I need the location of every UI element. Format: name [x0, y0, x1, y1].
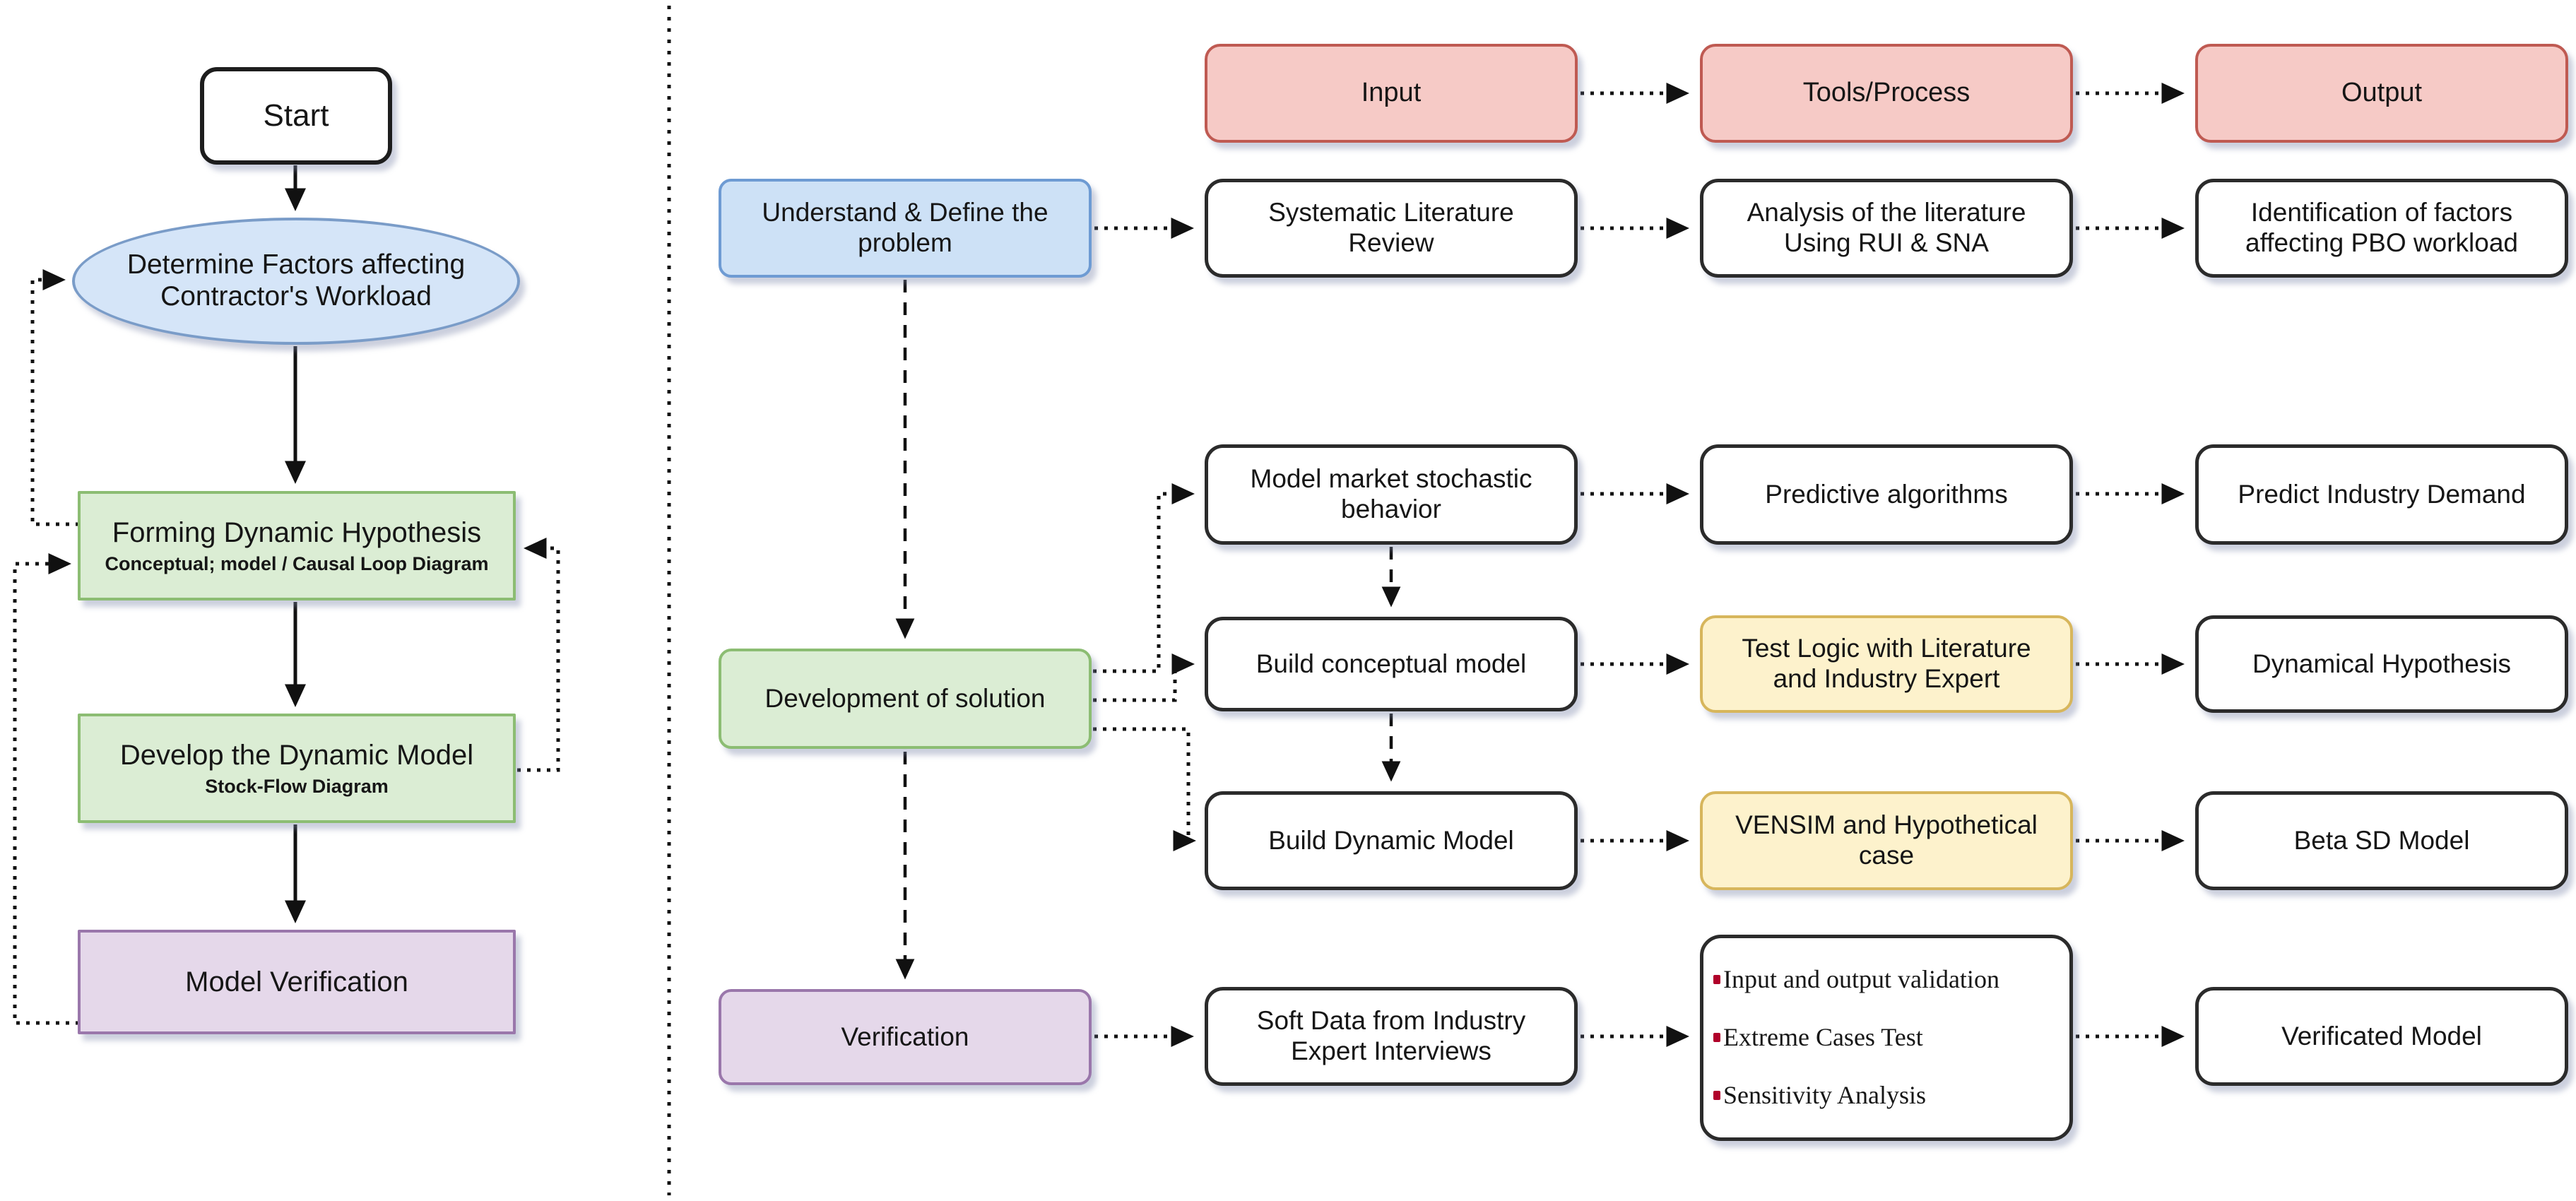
- model-verification-node: Model Verification: [78, 930, 516, 1034]
- model-market-stochastic-label: Model market stochastic behavior: [1250, 464, 1532, 523]
- validation-item: Input and output validation: [1713, 965, 1999, 994]
- vensim-hypothetical-node: VENSIM and Hypothetical case: [1700, 791, 2073, 890]
- predictive-algorithms-node: Predictive algorithms: [1700, 444, 2073, 545]
- build-dynamic-model-label: Build Dynamic Model: [1268, 825, 1514, 855]
- validation-item: Sensitivity Analysis: [1713, 1081, 1926, 1110]
- dynamical-hypothesis-node: Dynamical Hypothesis: [2195, 615, 2568, 713]
- model-verification-label: Model Verification: [185, 966, 408, 998]
- determine-factors-label: Determine Factors affecting Contractor's…: [126, 249, 466, 312]
- stage-understand-define-problem: Understand & Define the problem: [719, 179, 1092, 278]
- systematic-literature-review-label: Systematic Literature Review: [1268, 198, 1514, 257]
- analysis-literature-label: Analysis of the literature Using RUI & S…: [1747, 198, 2026, 257]
- soft-data-interviews-node: Soft Data from Industry Expert Interview…: [1205, 987, 1578, 1086]
- beta-sd-model-node: Beta SD Model: [2195, 791, 2568, 890]
- header-output-label: Output: [2341, 78, 2423, 108]
- validation-tests-node: Input and output validation Extreme Case…: [1700, 935, 2073, 1141]
- stage-understand-label: Understand & Define the problem: [762, 198, 1048, 257]
- validation-item-label: Sensitivity Analysis: [1723, 1081, 1927, 1110]
- header-output: Output: [2195, 44, 2568, 143]
- determine-factors-node: Determine Factors affecting Contractor's…: [72, 218, 520, 345]
- verificated-model-node: Verificated Model: [2195, 987, 2568, 1086]
- develop-subtitle: Stock-Flow Diagram: [205, 775, 389, 797]
- stage-verification-label: Verification: [841, 1022, 969, 1051]
- dynamical-hypothesis-label: Dynamical Hypothesis: [2252, 649, 2512, 678]
- header-input: Input: [1205, 44, 1578, 143]
- validation-item: Extreme Cases Test: [1713, 1023, 1923, 1052]
- bullet-icon: [1713, 1091, 1720, 1101]
- branch-development-to-builddynamic: [1093, 727, 1196, 851]
- develop-title: Develop the Dynamic Model: [119, 739, 474, 771]
- branch-development-to-buildconceptual: [1093, 653, 1195, 702]
- branch-development-to-modelmarket: [1093, 483, 1195, 673]
- identification-factors-label: Identification of factors affecting PBO …: [2245, 198, 2518, 257]
- stage-development-label: Development of solution: [764, 683, 1046, 713]
- systematic-literature-review-node: Systematic Literature Review: [1205, 179, 1578, 278]
- analysis-literature-node: Analysis of the literature Using RUI & S…: [1700, 179, 2073, 278]
- predict-industry-demand-node: Predict Industry Demand: [2195, 444, 2568, 545]
- stage-verification: Verification: [719, 989, 1092, 1085]
- forming-title: Forming Dynamic Hypothesis: [112, 516, 482, 548]
- build-conceptual-model-node: Build conceptual model: [1205, 617, 1578, 711]
- validation-item-label: Input and output validation: [1723, 965, 1999, 994]
- test-logic-node: Test Logic with Literature and Industry …: [1700, 615, 2073, 713]
- beta-sd-model-label: Beta SD Model: [2293, 825, 2470, 855]
- header-input-label: Input: [1361, 78, 1422, 108]
- feedback-develop-to-forming: [517, 538, 560, 772]
- build-dynamic-model-node: Build Dynamic Model: [1205, 791, 1578, 890]
- feedback-forming-to-determine: [30, 269, 79, 526]
- develop-dynamic-model-node: Develop the Dynamic Model Stock-Flow Dia…: [78, 714, 516, 823]
- bullet-icon: [1713, 975, 1720, 985]
- bullet-icon: [1713, 1033, 1720, 1043]
- forming-subtitle: Conceptual; model / Causal Loop Diagram: [105, 552, 489, 574]
- predict-industry-demand-label: Predict Industry Demand: [2238, 479, 2526, 509]
- build-conceptual-model-label: Build conceptual model: [1255, 649, 1527, 678]
- feedback-verification-to-forming: [13, 553, 79, 1025]
- start-node: Start: [200, 67, 392, 165]
- forming-dynamic-hypothesis-node: Forming Dynamic Hypothesis Conceptual; m…: [78, 491, 516, 600]
- identification-factors-node: Identification of factors affecting PBO …: [2195, 179, 2568, 278]
- header-tools-label: Tools/Process: [1802, 78, 1971, 108]
- verificated-model-label: Verificated Model: [2281, 1021, 2482, 1051]
- vensim-hypothetical-label: VENSIM and Hypothetical case: [1735, 810, 2038, 870]
- predictive-algorithms-label: Predictive algorithms: [1765, 479, 2008, 509]
- model-market-stochastic-node: Model market stochastic behavior: [1205, 444, 1578, 545]
- stage-development-of-solution: Development of solution: [719, 649, 1092, 749]
- test-logic-label: Test Logic with Literature and Industry …: [1742, 634, 2031, 693]
- header-tools-process: Tools/Process: [1700, 44, 2073, 143]
- soft-data-interviews-label: Soft Data from Industry Expert Interview…: [1256, 1006, 1526, 1065]
- start-label: Start: [263, 97, 329, 133]
- validation-item-label: Extreme Cases Test: [1723, 1023, 1923, 1052]
